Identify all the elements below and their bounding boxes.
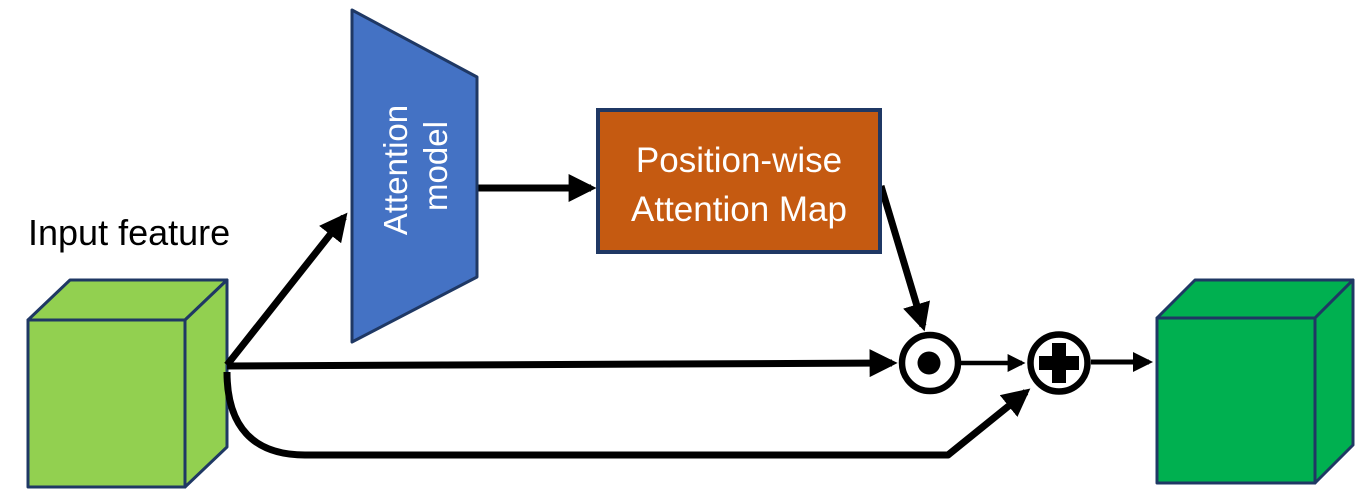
arrow-input-to-multiply <box>226 349 898 378</box>
input-feature-cube <box>26 278 229 489</box>
output-cube-side-face <box>1313 278 1355 485</box>
attention-map-label-line1: Position-wise <box>636 141 842 180</box>
output-feature-cube <box>1155 278 1355 485</box>
add-operator <box>1027 331 1091 395</box>
arrow-layer <box>223 174 1153 459</box>
arrow-attention-map-to-multiply <box>877 184 930 332</box>
attention-map-box <box>596 108 882 254</box>
attention-model-block: Attention model <box>350 8 479 344</box>
output-cube-front-face <box>1155 316 1317 485</box>
arrow-input-bypass-to-add <box>223 371 1031 459</box>
multiply-operator <box>898 331 962 395</box>
attention-model-label-line1: Attention <box>377 105 414 235</box>
multiply-dot-icon <box>917 351 941 375</box>
input-cube-front-face <box>26 318 187 489</box>
attention-map-block: Position-wise Attention Map <box>596 108 882 254</box>
input-feature-label: Input feature <box>28 212 230 253</box>
attention-model-trapezoid <box>350 8 479 344</box>
add-plus-icon <box>1039 343 1079 383</box>
attention-map-label-line2: Attention Map <box>631 190 847 229</box>
arrow-input-to-attention-model <box>224 212 348 368</box>
attention-model-label-line2: model <box>417 121 454 211</box>
